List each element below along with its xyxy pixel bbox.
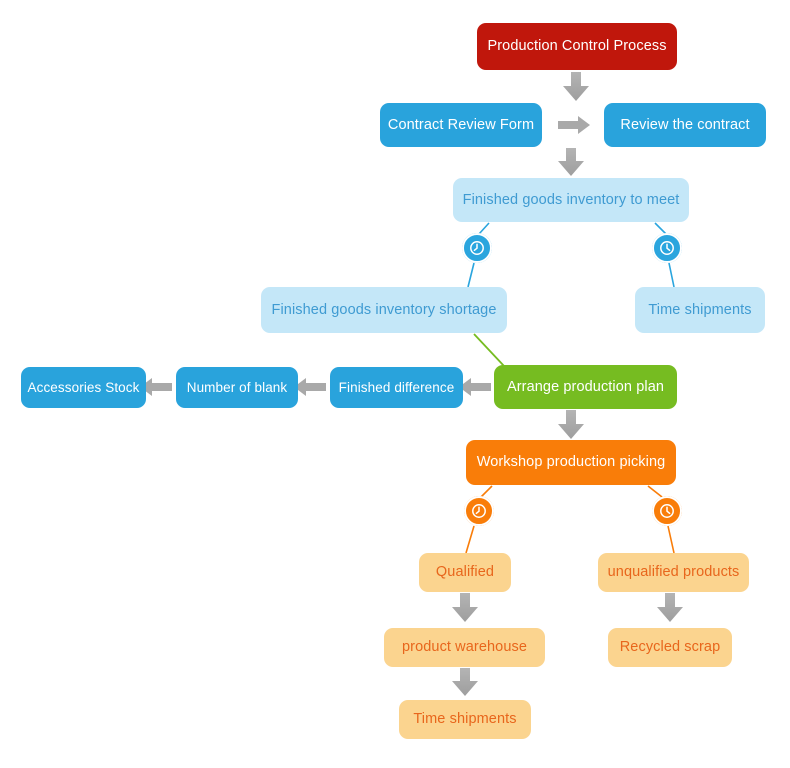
edge-badge-right-to-unqual [667,525,675,554]
node-label: Workshop production picking [476,454,666,471]
node-label: Production Control Process [487,38,667,55]
node-time-shipments-blue[interactable]: Time shipments [635,287,765,333]
node-finished-goods-to-meet[interactable]: Finished goods inventory to meet [453,178,689,222]
clock-icon [470,241,484,255]
node-recycled-scrap[interactable]: Recycled scrap [608,628,732,667]
node-workshop-production-picking[interactable]: Workshop production picking [466,440,676,485]
badge-ring [464,496,494,526]
clock-icon [660,241,674,255]
edge-difference-to-blank [294,378,326,396]
edge-badge-left-to-qualified [465,525,475,554]
node-label: Finished difference [338,379,455,395]
badge-goods-left[interactable] [462,233,492,263]
edge-goods-to-badge-left [478,222,490,235]
edge-badge-right-to-time [668,262,675,288]
edge-badge-left-to-shortage [467,262,475,288]
node-label: Recycled scrap [619,639,721,656]
node-label: Finished goods inventory shortage [271,301,497,318]
edge-warehouse-to-shipments [452,668,478,696]
edge-form-to-goods [558,148,584,176]
badge-ring [462,233,492,263]
edge-workshop-to-badge-right [647,485,663,498]
node-review-the-contract[interactable]: Review the contract [604,103,766,147]
node-label: Time shipments [648,301,752,318]
node-label: unqualified products [607,564,740,581]
node-finished-goods-shortage[interactable]: Finished goods inventory shortage [261,287,507,333]
badge-goods-right[interactable] [652,233,682,263]
node-finished-difference[interactable]: Finished difference [330,367,463,408]
node-accessories-stock[interactable]: Accessories Stock [21,367,146,408]
node-label: Review the contract [620,116,750,133]
node-label: Finished goods inventory to meet [462,191,680,208]
node-time-shipments-orange[interactable]: Time shipments [399,700,531,739]
clock-icon [660,504,674,518]
node-label: Accessories Stock [27,379,140,395]
node-contract-review-form[interactable]: Contract Review Form [380,103,542,147]
edge-shortage-to-plan [473,333,505,367]
edge-plan-to-difference [459,378,491,396]
node-unqualified-products[interactable]: unqualified products [598,553,749,592]
node-label: Time shipments [413,711,517,728]
node-production-control-process[interactable]: Production Control Process [477,23,677,70]
node-number-of-blank[interactable]: Number of blank [176,367,298,408]
node-qualified[interactable]: Qualified [419,553,511,592]
edge-workshop-to-badge-left [480,485,493,498]
node-label: Number of blank [186,379,288,395]
node-label: Qualified [435,564,495,581]
edge-qualified-to-warehouse [452,593,478,622]
clock-icon [472,504,486,518]
edge-form-to-review [558,116,590,134]
badge-ring [652,496,682,526]
node-label: Arrange production plan [506,378,665,395]
edge-process-to-form [563,72,589,101]
node-arrange-production-plan[interactable]: Arrange production plan [494,365,677,409]
edge-plan-to-workshop [558,410,584,439]
badge-pick-right[interactable] [652,496,682,526]
badge-pick-left[interactable] [464,496,494,526]
edge-unqual-to-scrap [657,593,683,622]
badge-ring [652,233,682,263]
node-product-warehouse[interactable]: product warehouse [384,628,545,667]
node-label: Contract Review Form [387,116,535,133]
node-label: product warehouse [401,639,528,656]
